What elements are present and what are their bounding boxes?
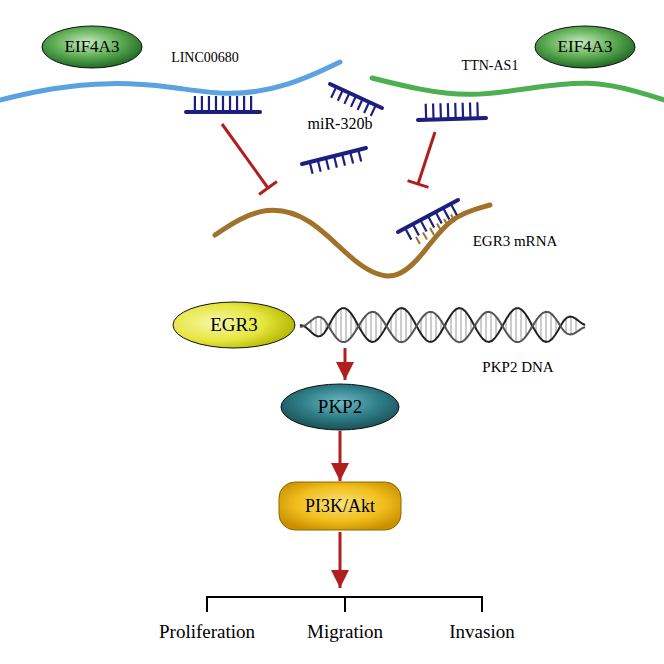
mirna-symbol [398, 200, 458, 240]
outcome-label: Proliferation [159, 621, 255, 643]
node-label: EGR3 [210, 314, 258, 336]
node-label: PKP2 [318, 396, 362, 418]
mrna-name: EGR3 mRNA [473, 233, 558, 250]
node-label: EIF4A3 [65, 37, 120, 57]
outcome-label: Invasion [449, 621, 514, 643]
protein-ellipse: EGR3 [172, 301, 296, 349]
rna-name: TTN-AS1 [462, 58, 519, 74]
node-label: PI3K/Akt [305, 496, 375, 517]
gene-name: PKP2 DNA [482, 359, 553, 376]
protein-ellipse: PKP2 [280, 383, 400, 431]
mrna-bases [416, 215, 455, 245]
rna-name: LINC00680 [171, 50, 239, 66]
mirna-symbol [418, 102, 486, 120]
mirna-symbol [186, 96, 260, 112]
mirna-symbol [330, 84, 382, 116]
mrna-strand [215, 205, 490, 276]
lncrna-strand [0, 62, 340, 100]
arrow [344, 348, 347, 380]
node-label: EIF4A3 [558, 37, 613, 57]
inhibition-line [222, 124, 277, 194]
arrow-connector [339, 431, 342, 481]
arrow [339, 532, 342, 588]
mirna-name: miR-320b [308, 115, 373, 133]
lncrna-strand [372, 78, 664, 100]
outcome-label: Migration [307, 621, 383, 643]
protein-ellipse: EIF4A3 [41, 25, 143, 69]
dna-helix [300, 308, 585, 342]
protein-ellipse: EIF4A3 [534, 25, 636, 69]
inhibition-line [408, 132, 435, 187]
pathway-box: PI3K/Akt [278, 481, 402, 531]
mirna-symbol [302, 148, 366, 174]
bracket [207, 597, 482, 612]
